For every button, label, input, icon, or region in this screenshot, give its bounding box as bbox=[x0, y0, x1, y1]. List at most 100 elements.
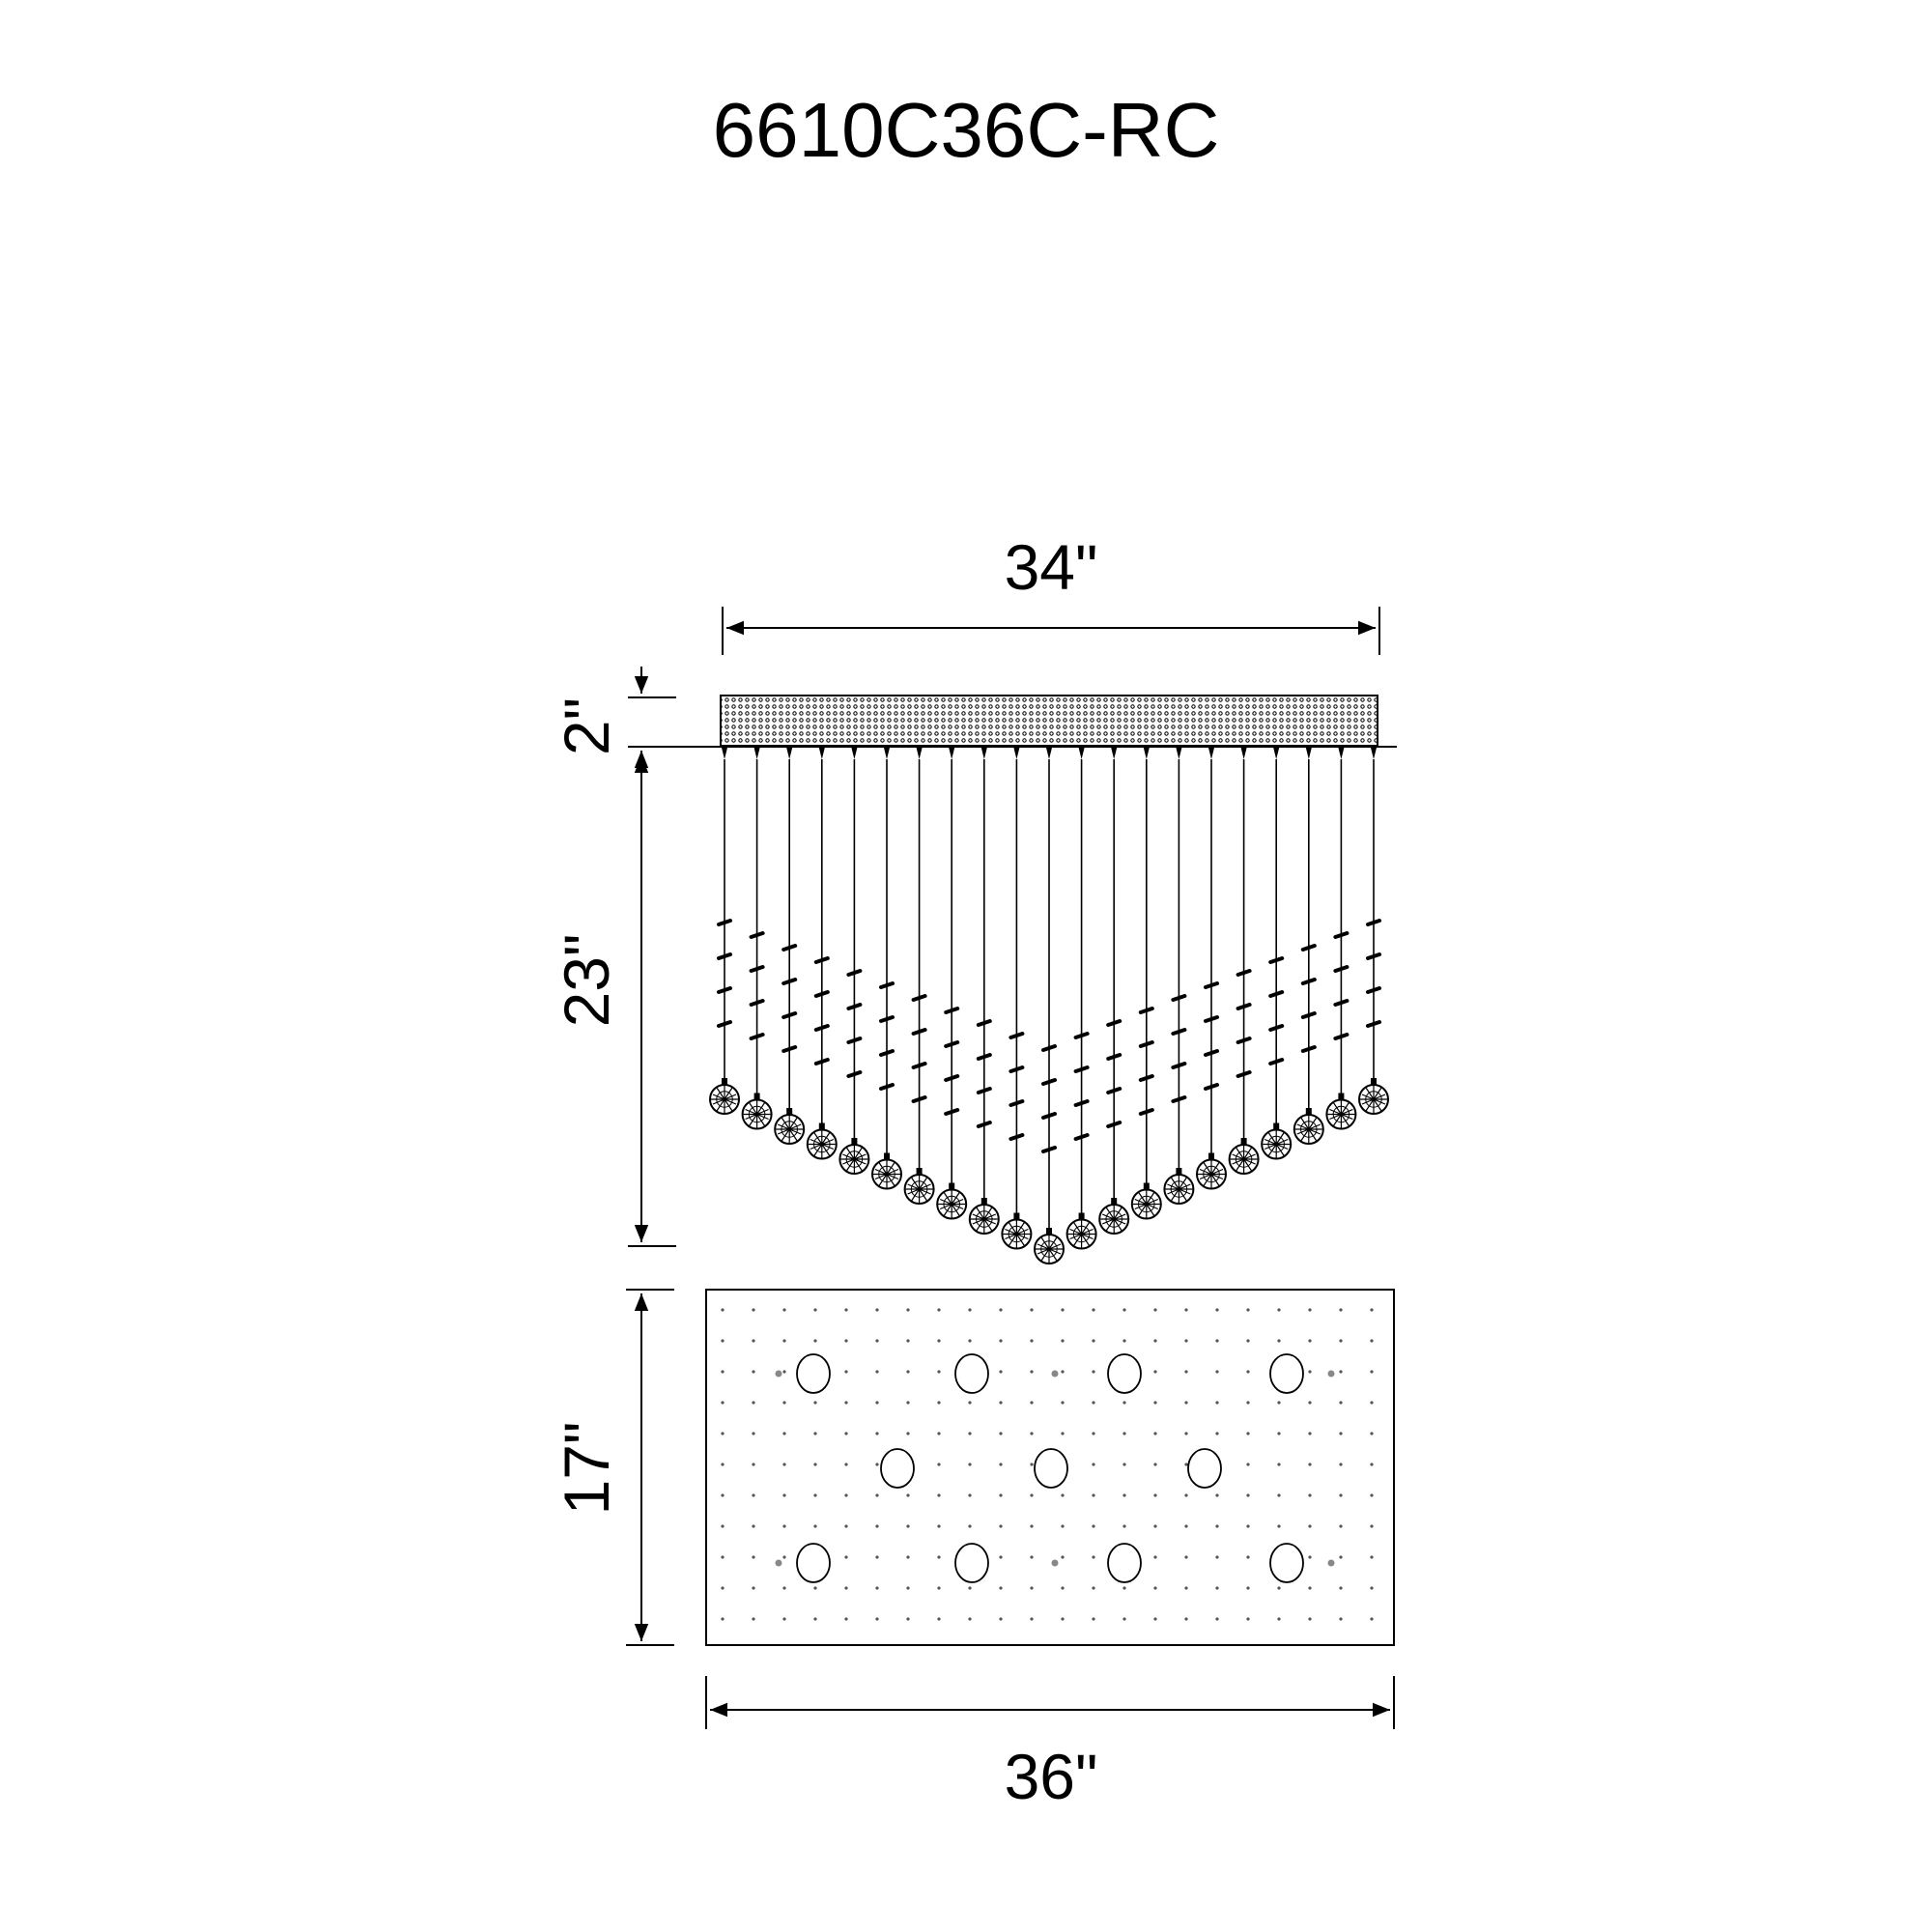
pendant bbox=[1130, 748, 1162, 1220]
crystal-bead bbox=[1171, 994, 1187, 1002]
screw-point bbox=[775, 1559, 782, 1567]
pendant bbox=[1261, 748, 1293, 1160]
crystal-bead bbox=[781, 944, 798, 952]
crystal-bead bbox=[911, 1062, 927, 1069]
screw-point bbox=[775, 1370, 782, 1378]
crystal-bead bbox=[1268, 956, 1285, 964]
pendant bbox=[806, 748, 838, 1160]
crystal-bead bbox=[1236, 1070, 1252, 1078]
crystal-bead bbox=[1333, 931, 1350, 939]
pendant bbox=[1098, 748, 1130, 1235]
base-width-label: 36" bbox=[1005, 1741, 1098, 1812]
crystal-bead bbox=[879, 981, 895, 989]
crystal-bead bbox=[1009, 1065, 1025, 1073]
mount-hole bbox=[1107, 1543, 1142, 1583]
mount-hole bbox=[954, 1543, 989, 1583]
crystal-bead bbox=[781, 1045, 798, 1053]
pendant bbox=[871, 748, 902, 1190]
mount-hole bbox=[1107, 1353, 1142, 1394]
crystal-bead bbox=[1236, 1003, 1252, 1010]
crystal-bead bbox=[846, 969, 863, 977]
base-depth-dimension: 17" bbox=[551, 1289, 674, 1646]
pendant bbox=[1228, 748, 1260, 1175]
screw-point bbox=[1051, 1559, 1059, 1567]
pendant bbox=[1065, 748, 1097, 1250]
crystal-bead bbox=[1106, 1087, 1122, 1094]
crystal-bead bbox=[1333, 1033, 1350, 1040]
crystal-bead bbox=[717, 1020, 732, 1028]
pendant bbox=[1196, 748, 1227, 1190]
crystal-bead bbox=[976, 1087, 992, 1094]
crystal-bead bbox=[781, 1011, 798, 1019]
crystal-bead bbox=[944, 1040, 960, 1048]
crystal-bead bbox=[879, 1083, 895, 1091]
crystal-bead bbox=[1009, 1032, 1025, 1039]
crystal-bead bbox=[911, 994, 927, 1002]
crystal-bead bbox=[846, 1070, 863, 1078]
mount-hole bbox=[1269, 1353, 1304, 1394]
pendant bbox=[903, 748, 935, 1205]
crystal-bead bbox=[749, 999, 765, 1007]
crystal-bead bbox=[976, 1053, 992, 1061]
mount-hole bbox=[1187, 1448, 1222, 1489]
crystal-bead bbox=[1268, 1058, 1285, 1065]
crystal-bead bbox=[1300, 978, 1317, 985]
screw-point bbox=[1327, 1559, 1335, 1567]
crystal-bead bbox=[1333, 999, 1350, 1007]
crystal-bead bbox=[717, 919, 732, 926]
pendant bbox=[741, 748, 773, 1130]
crystal-bead bbox=[1073, 1133, 1090, 1141]
crystal-bead bbox=[879, 1015, 895, 1023]
crystal-bead bbox=[1009, 1133, 1025, 1141]
crystal-bead bbox=[1333, 965, 1350, 973]
crystal-bead bbox=[749, 965, 765, 973]
mount-hole bbox=[796, 1353, 831, 1394]
crystal-bead bbox=[1106, 1019, 1122, 1027]
pendant bbox=[968, 748, 1000, 1235]
crystal-bead bbox=[1073, 1099, 1090, 1107]
drop-height-dimension: 23" bbox=[551, 755, 676, 1247]
mount-hole bbox=[880, 1448, 915, 1489]
mount-hole bbox=[1034, 1448, 1068, 1489]
crystal-bead bbox=[1041, 1146, 1057, 1153]
crystal-bead bbox=[1009, 1099, 1025, 1107]
crystal-bead bbox=[749, 931, 765, 939]
crystal-bead bbox=[1041, 1044, 1057, 1052]
crystal-bead bbox=[1171, 1062, 1187, 1069]
crystal-bead bbox=[1073, 1065, 1090, 1073]
model-title: 6610C36C-RC bbox=[713, 87, 1220, 173]
crystal-bead bbox=[879, 1049, 895, 1057]
crystal-bead bbox=[717, 952, 732, 960]
pendant bbox=[936, 748, 968, 1220]
crystal-bead bbox=[1041, 1112, 1057, 1120]
crystal-bead bbox=[1204, 1049, 1219, 1057]
crystal-bead bbox=[813, 1024, 830, 1032]
crystal-bead bbox=[781, 978, 798, 985]
crystal-pendants bbox=[709, 748, 1389, 1264]
crystal-bead bbox=[944, 1007, 960, 1014]
pendant bbox=[1034, 748, 1065, 1264]
crystal-bead bbox=[1106, 1121, 1122, 1128]
crystal-bead bbox=[813, 1058, 830, 1065]
pendant bbox=[838, 748, 870, 1175]
pendant bbox=[1325, 748, 1357, 1130]
base-width-dimension: 36" bbox=[705, 1676, 1395, 1812]
crystal-bead bbox=[1171, 1095, 1187, 1103]
screw-point bbox=[1051, 1370, 1059, 1378]
crystal-bead bbox=[1204, 981, 1219, 989]
crystal-bead bbox=[1073, 1032, 1090, 1039]
pendant bbox=[1293, 748, 1324, 1145]
crystal-bead bbox=[813, 956, 830, 964]
base-plan-view bbox=[705, 1289, 1395, 1646]
crystal-bead bbox=[1138, 1108, 1154, 1116]
crystal-bead bbox=[813, 990, 830, 998]
crystal-bead bbox=[1236, 969, 1252, 977]
crystal-bead bbox=[846, 1037, 863, 1044]
base-depth-label: 17" bbox=[551, 1422, 622, 1516]
crystal-bead bbox=[717, 986, 732, 994]
base-dot-grid bbox=[721, 1308, 1374, 1621]
pendant bbox=[1163, 748, 1195, 1205]
crystal-bead bbox=[944, 1108, 960, 1116]
pendant bbox=[1001, 748, 1033, 1250]
